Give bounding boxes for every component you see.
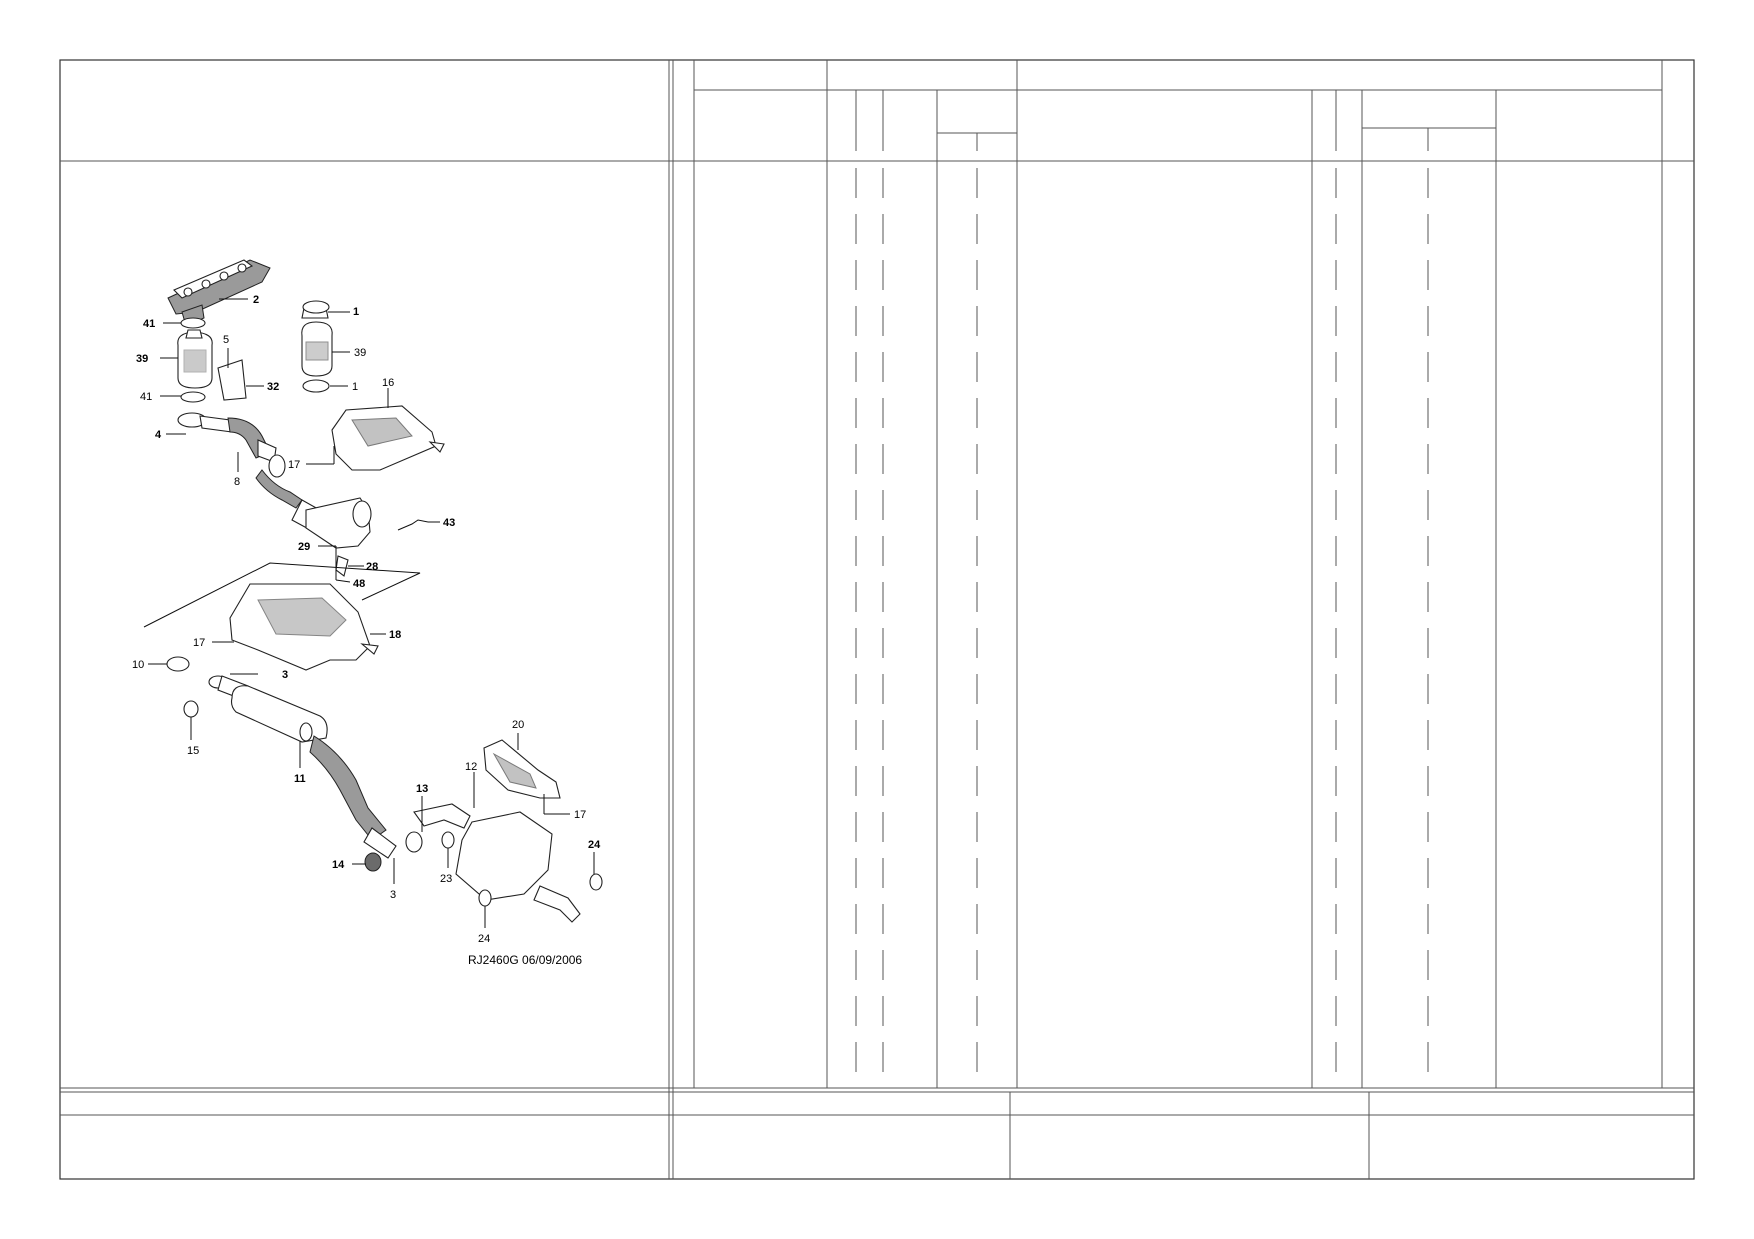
outer-frame <box>59 59 1695 1180</box>
gasket-41-upper <box>180 317 206 329</box>
callout-32: 32 <box>267 381 279 393</box>
mount-24-right <box>589 873 603 891</box>
callout-20: 20 <box>512 719 524 731</box>
mount-15 <box>183 700 199 718</box>
callout-23: 23 <box>440 873 452 885</box>
mount-24-lower <box>478 889 492 907</box>
callout-13: 13 <box>416 783 428 795</box>
gasket-41-lower <box>180 391 206 403</box>
exhaust-system-diagram: 2 1 41 39 39 5 32 41 1 16 4 17 8 43 29 2… <box>132 259 603 967</box>
exhaust-manifold <box>167 259 271 327</box>
catalytic-converter-right <box>301 307 333 377</box>
intermediate-pipe-11 <box>208 675 397 859</box>
gasket-1-upper <box>302 300 330 314</box>
callout-28: 28 <box>366 561 378 573</box>
drawing-reference: RJ2460G 06/09/2006 <box>468 953 582 967</box>
lambda-sensor-43 <box>397 519 429 531</box>
callout-15: 15 <box>187 745 199 757</box>
callout-3-upper: 3 <box>282 669 288 681</box>
heat-shield-20 <box>483 739 561 799</box>
clamp-13 <box>405 831 423 853</box>
callout-18: 18 <box>389 629 401 641</box>
catalytic-converter-left <box>177 329 213 389</box>
callout-17-middle: 17 <box>193 637 205 649</box>
callout-1-upper: 1 <box>353 306 359 318</box>
callout-29: 29 <box>298 541 310 553</box>
flex-pipe-and-silencer <box>255 469 372 549</box>
table-body-dashed-columns <box>855 168 1429 1088</box>
callout-14: 14 <box>332 859 345 871</box>
callout-12: 12 <box>465 761 477 773</box>
bracket-32 <box>217 359 247 401</box>
callout-8: 8 <box>234 476 240 488</box>
rear-silencer-12 <box>413 803 581 923</box>
heat-shield-16 <box>331 405 445 471</box>
callout-43: 43 <box>443 517 455 529</box>
gasket-1-lower <box>302 379 330 393</box>
callout-3-lower: 3 <box>390 889 396 901</box>
callout-39-left: 39 <box>136 353 148 365</box>
callout-24-right: 24 <box>588 839 601 851</box>
leader-lines <box>148 298 595 928</box>
callout-16: 16 <box>382 377 394 389</box>
mount-23 <box>441 831 455 849</box>
callout-4: 4 <box>155 429 162 441</box>
gasket-10 <box>166 656 190 672</box>
heat-shield-18 <box>229 583 379 671</box>
callout-24-lower: 24 <box>478 933 490 945</box>
callout-39-right: 39 <box>354 347 366 359</box>
front-pipe <box>177 412 286 478</box>
callout-11: 11 <box>294 773 306 785</box>
callout-10: 10 <box>132 659 144 671</box>
callout-41-lower: 41 <box>140 391 152 403</box>
callout-41-upper: 41 <box>143 318 155 330</box>
group-outline <box>143 562 421 628</box>
callout-17-lower: 17 <box>574 809 586 821</box>
callout-1-lower: 1 <box>352 381 358 393</box>
mount-14 <box>364 852 382 872</box>
catalog-grid <box>59 59 1695 1180</box>
callout-5: 5 <box>223 334 229 346</box>
bracket-28 <box>335 555 349 577</box>
callout-17-upper: 17 <box>288 459 300 471</box>
callout-2: 2 <box>253 294 259 306</box>
callout-48: 48 <box>353 578 365 590</box>
